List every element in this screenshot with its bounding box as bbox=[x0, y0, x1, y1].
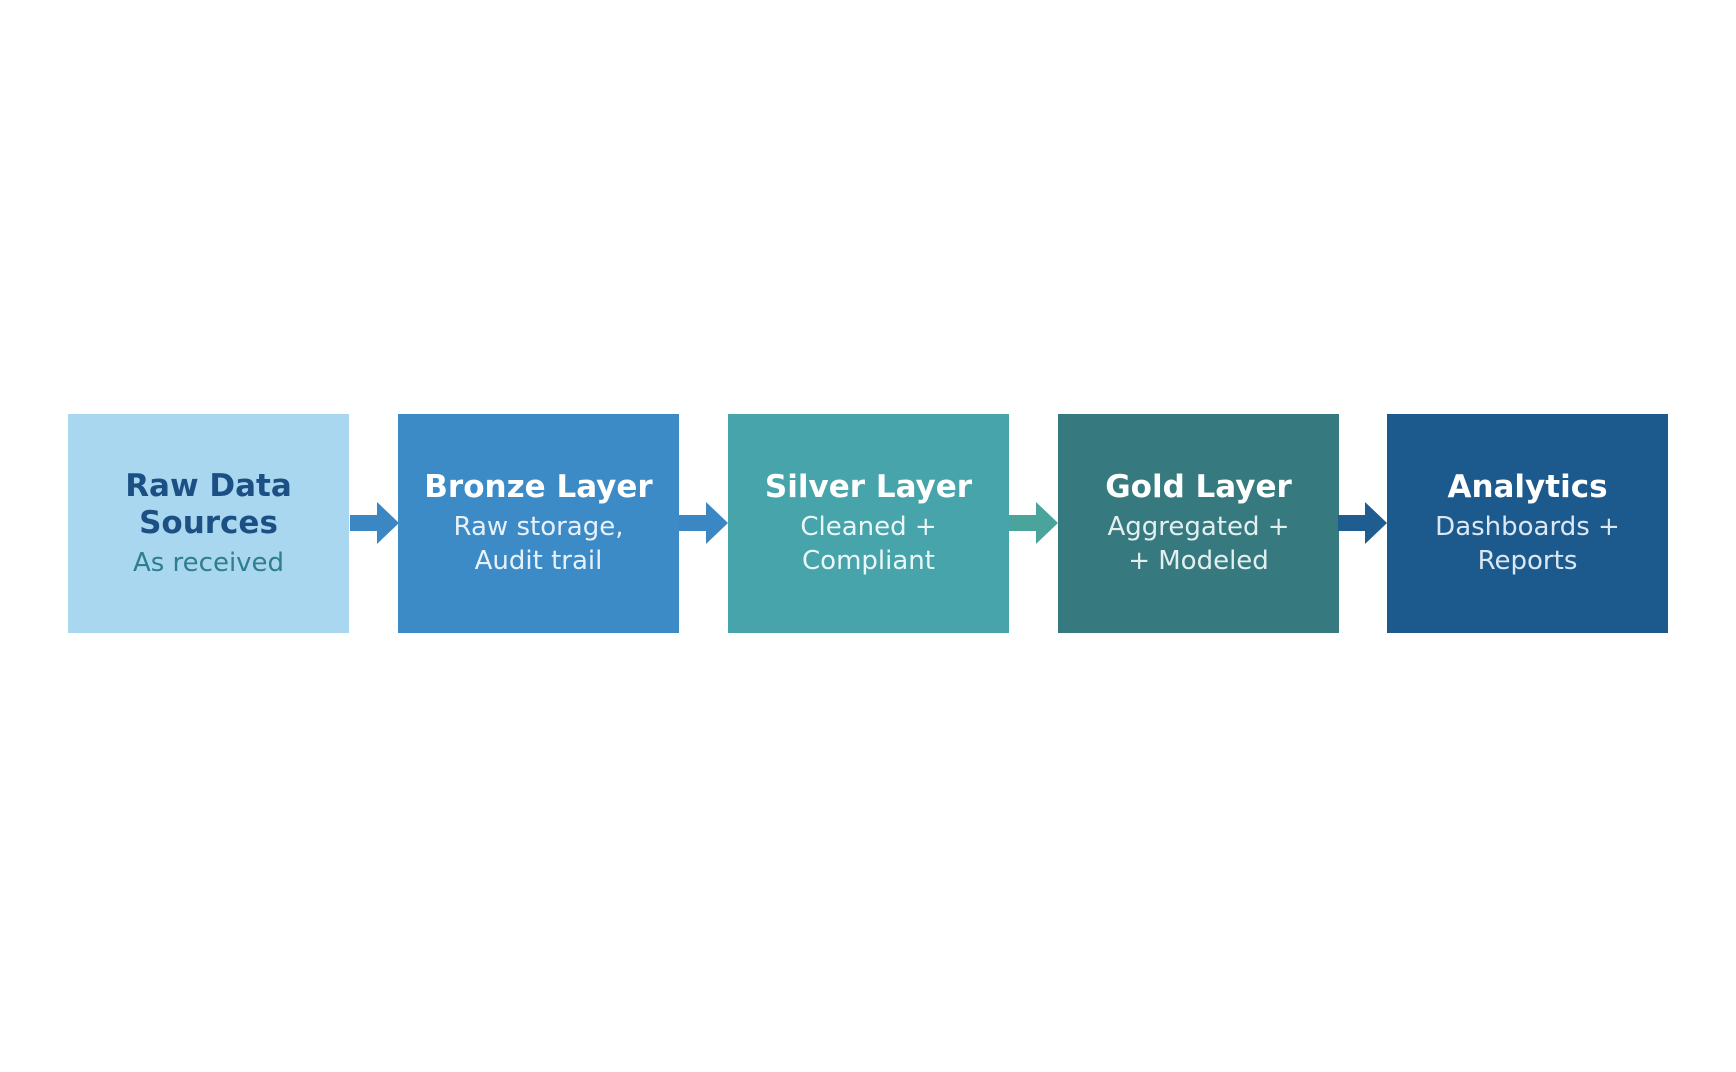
stage-subtitle: As received bbox=[132, 547, 285, 578]
stage-title: Gold Layer bbox=[1105, 469, 1292, 505]
stage-analytics: Analytics Dashboards + Reports bbox=[1387, 414, 1668, 633]
arrow-right-icon bbox=[1338, 502, 1387, 544]
stage-title: Analytics bbox=[1447, 469, 1608, 505]
stage-title: Raw Data Sources bbox=[125, 467, 292, 541]
stage-bronze-layer: Bronze Layer Raw storage, Audit trail bbox=[398, 414, 679, 633]
arrow-right-icon bbox=[350, 502, 399, 544]
stage-gold-layer: Gold Layer Aggregated + + Modeled bbox=[1058, 414, 1339, 633]
stage-subtitle: Dashboards + Reports bbox=[1435, 512, 1620, 576]
arrow-right-icon bbox=[1009, 502, 1058, 544]
stage-subtitle: Raw storage, Audit trail bbox=[453, 512, 624, 576]
stage-silver-layer: Silver Layer Cleaned + Compliant bbox=[728, 414, 1009, 633]
stage-raw-data-sources: Raw Data Sources As received bbox=[68, 414, 349, 633]
arrow-right-icon bbox=[679, 502, 728, 544]
stage-title: Bronze Layer bbox=[424, 469, 653, 505]
stage-subtitle: Aggregated + + Modeled bbox=[1107, 512, 1290, 576]
stage-title: Silver Layer bbox=[764, 469, 973, 505]
stage-subtitle: Cleaned + Compliant bbox=[800, 512, 937, 576]
